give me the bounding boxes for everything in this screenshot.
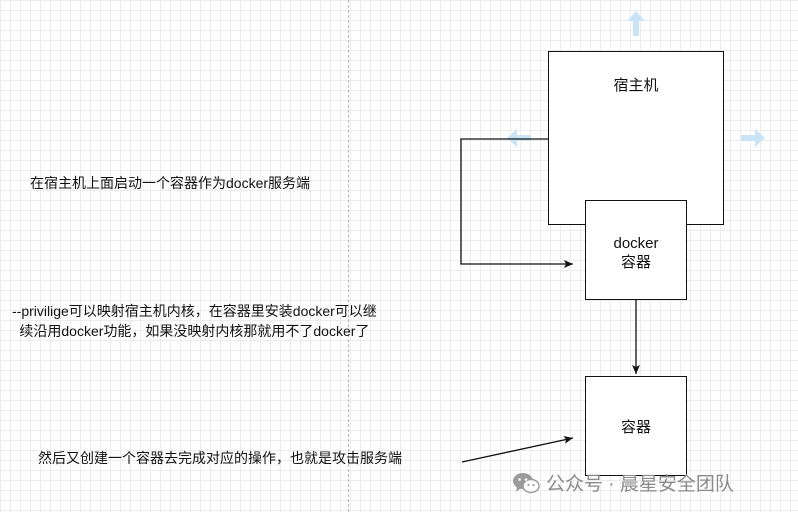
note-privileged-line2: 续沿用docker功能，如果没映射内核那就用不了docker了 [19,323,370,339]
note-attack: 然后又创建一个容器去完成对应的操作，也就是攻击服务端 [38,450,402,466]
note-privileged: --privilige可以映射宿主机内核，在容器里安装docker可以继 续沿用… [12,301,377,341]
watermark: 公众号 · 晨星安全团队 [512,469,734,496]
note-privileged-line1: --privilige可以映射宿主机内核，在容器里安装docker可以继 [12,303,377,319]
edge-attack-to-container [461,435,574,463]
hint-arrow-up [627,11,645,36]
hint-arrow-left [507,129,531,147]
docker-container-node[interactable]: docker容器 [585,200,687,300]
container-node[interactable]: 容器 [585,376,687,476]
container-label: 容器 [620,418,651,436]
hint-arrow-right [741,129,765,147]
docker-container-label: docker容器 [613,235,659,271]
dashed-divider [348,0,349,512]
host-node[interactable]: 宿主机 [548,51,724,225]
note-start-container: 在宿主机上面启动一个容器作为docker服务端 [30,175,311,191]
edge-host-to-docker [460,138,573,268]
host-label: 宿主机 [613,77,659,94]
wechat-icon [513,472,540,493]
watermark-text: 公众号 · 晨星安全团队 [546,474,734,495]
